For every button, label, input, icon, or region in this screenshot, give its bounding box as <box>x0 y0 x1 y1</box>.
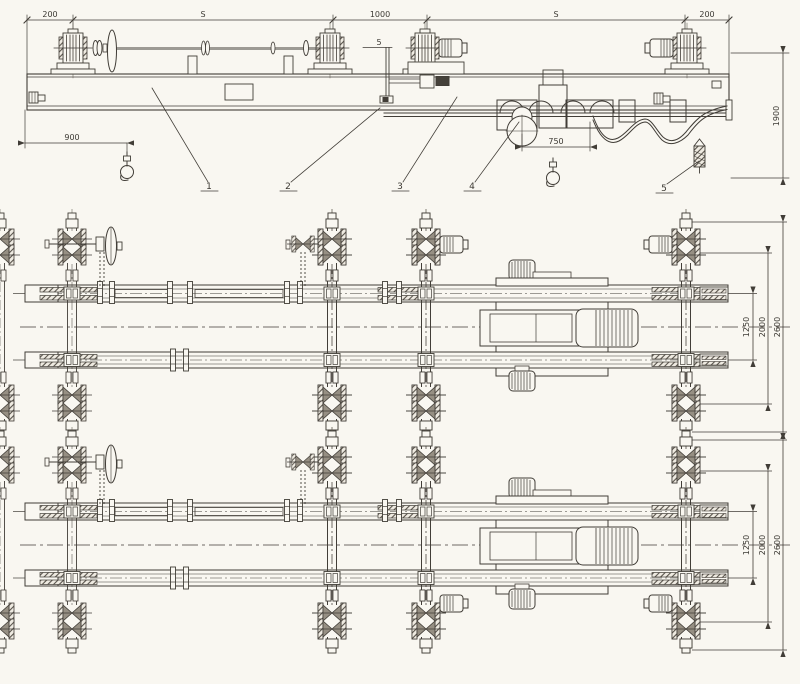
dim-750: 750 <box>548 137 563 146</box>
monorail-trolley <box>383 69 733 148</box>
main-beam <box>26 73 730 111</box>
bay1-dim-1250: 1250 <box>742 317 751 337</box>
suspension-rod <box>362 47 450 104</box>
dim-1900-group: 1900 <box>730 45 790 186</box>
dim-rod-5: 5 <box>376 38 381 47</box>
v-belt-pulley <box>107 29 117 73</box>
beam-access-hole <box>224 83 254 101</box>
bay2-dim-1250: 1250 <box>742 535 751 555</box>
dim-S-right: S <box>553 10 558 19</box>
dim-200-left: 200 <box>42 10 57 19</box>
part-label-3: 3 <box>397 182 403 192</box>
dim-1000: 1000 <box>370 10 390 19</box>
part-label-1: 1 <box>206 182 212 192</box>
part-label-2: 2 <box>285 182 291 192</box>
plan-bay-2: 1250 2000 2600 <box>0 427 790 658</box>
shaft-support-post <box>283 55 294 75</box>
bay1-dimensions: 1250 2000 2600 <box>692 214 787 440</box>
dim-S-left: S <box>200 10 205 19</box>
dim-200-right: 200 <box>699 10 714 19</box>
elevation-top-dimension-chain: 200 S 1000 S 200 <box>23 10 733 75</box>
motor-bracket <box>407 61 465 75</box>
bay2-dimensions: 1250 2000 2600 <box>692 432 787 658</box>
hanger-block <box>669 99 687 123</box>
hex-fitting-left <box>28 91 46 104</box>
part-label-5: 5 <box>661 184 667 194</box>
hanger-block <box>618 99 636 123</box>
plan-bay-1: 1250 2000 2600 <box>0 209 790 440</box>
dim-750-group: 750 <box>514 121 598 152</box>
elevation-view: 200 S 1000 S 200 <box>17 10 790 194</box>
flexible-curtain <box>592 105 728 145</box>
dim-900: 900 <box>64 133 79 142</box>
part-label-4: 4 <box>469 182 475 192</box>
part-labels <box>151 87 700 194</box>
dim-900-group: 900 <box>17 109 135 153</box>
bay2-dim-2600: 2600 <box>773 535 782 555</box>
line-shaft <box>92 29 319 75</box>
bay1-dim-2000: 2000 <box>758 317 767 337</box>
hex-fitting-right <box>653 92 671 105</box>
bay1-dim-2600: 2600 <box>773 317 782 337</box>
threaded-stud <box>693 138 706 174</box>
bay2-dim-2000: 2000 <box>758 535 767 555</box>
shaft-support-post <box>187 55 198 75</box>
beam-small-hole <box>711 80 722 89</box>
plan-view: 1250 2000 2600 1250 2000 2600 <box>0 209 790 658</box>
dim-1900: 1900 <box>772 106 781 126</box>
